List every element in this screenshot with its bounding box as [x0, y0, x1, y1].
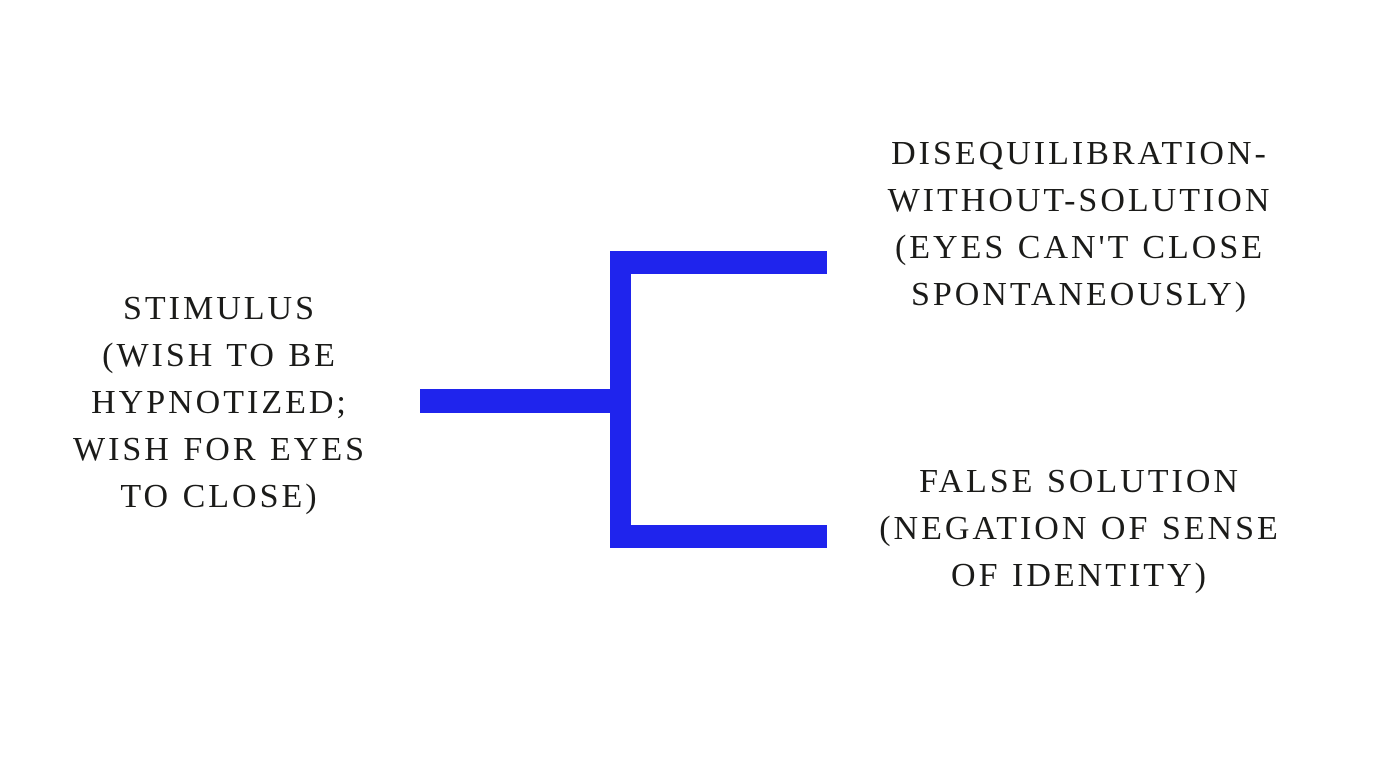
- outcome-top-label-line: SPONTANEOUSLY): [910, 276, 1250, 313]
- outcome-bottom-label-line: (NEGATION OF SENSE: [879, 510, 1281, 547]
- stimulus-label-line: WISH FOR EYES: [72, 431, 368, 468]
- outcome-top-label-line: DISEQUILIBRATION-: [891, 135, 1269, 172]
- outcome-bottom-label-line: OF IDENTITY): [951, 557, 1209, 594]
- outcome-bottom-label-line: FALSE SOLUTION: [919, 463, 1241, 500]
- connector-top-arm: [610, 251, 827, 274]
- stimulus-label-line: TO CLOSE): [120, 478, 320, 515]
- stimulus-label-line: STIMULUS: [122, 290, 318, 327]
- connector-bottom-arm: [610, 525, 827, 548]
- connector-vertical-bar: [610, 251, 631, 548]
- stimulus-label: STIMULUS (WISH TO BE HYPNOTIZED; WISH FO…: [60, 285, 380, 520]
- stimulus-label-line: HYPNOTIZED;: [91, 384, 349, 421]
- outcome-bottom-label: FALSE SOLUTION (NEGATION OF SENSE OF IDE…: [830, 458, 1330, 599]
- outcome-top-label: DISEQUILIBRATION- WITHOUT-SOLUTION (EYES…: [820, 130, 1340, 318]
- connector-stem: [420, 389, 631, 413]
- stimulus-label-line: (WISH TO BE: [102, 337, 338, 374]
- outcome-top-label-line: WITHOUT-SOLUTION: [887, 182, 1273, 219]
- outcome-top-label-line: (EYES CAN'T CLOSE: [894, 229, 1266, 266]
